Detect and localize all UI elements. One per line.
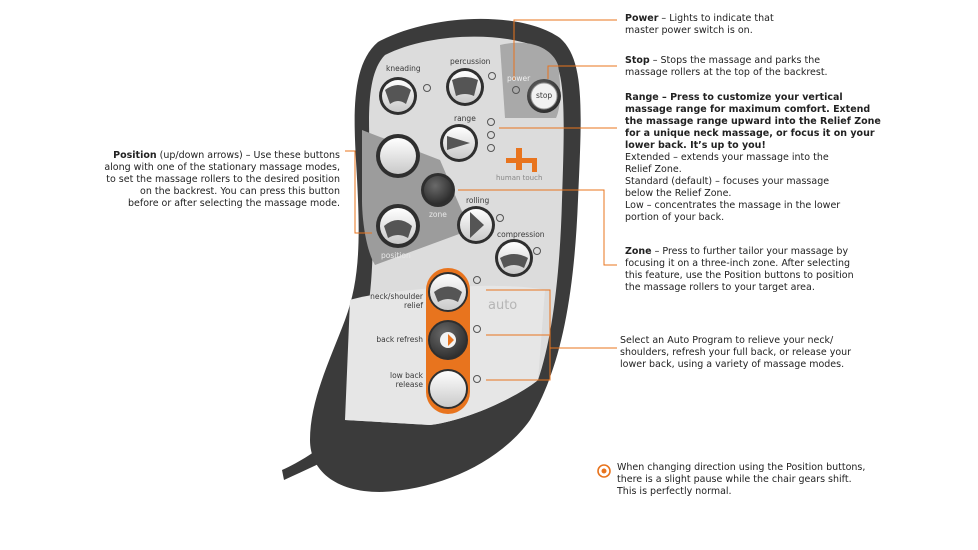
annotation-auto-line-3: lower back, using a variety of massage m… <box>620 359 845 370</box>
annotation-power-title: Power <box>625 13 659 24</box>
stop-button-face <box>530 82 558 110</box>
annotation-power-line1: – Lights to indicate that <box>658 13 774 24</box>
annotation-stop-line2: massage rollers at the top of the backre… <box>625 67 828 78</box>
annotation-range-bold-3: the massage range upward into the Relief… <box>625 116 881 127</box>
tip-line-1: When changing direction using the Positi… <box>617 462 866 473</box>
neck-shoulder-relief-label-line1: neck/shoulder <box>370 292 423 301</box>
annotation-range-line-1: Extended – extends your massage into the <box>625 152 829 163</box>
annotation-stop-title: Stop <box>625 55 650 66</box>
annotation-zone: Zone – Press to further tailor your mass… <box>625 246 875 294</box>
annotation-position-line-1: (up/down arrows) – Use these buttons <box>156 150 340 161</box>
low-back-release-button[interactable] <box>428 369 468 409</box>
annotation-range-line-6: portion of your back. <box>625 212 725 223</box>
back-refresh-label: back refresh <box>376 335 423 344</box>
annotation-position-line-4: on the backrest. You can press this butt… <box>140 186 340 197</box>
annotation-auto-line-2: shoulders, refresh your full back, or re… <box>620 347 852 358</box>
annotation-stop-line1: – Stops the massage and parks the <box>649 55 821 66</box>
position-down-button-mark <box>384 220 412 238</box>
percussion-label: percussion <box>450 57 491 66</box>
annotation-power: Power – Lights to indicate that master p… <box>625 13 774 37</box>
annotation-zone-title: Zone <box>625 246 652 257</box>
range-label: range <box>454 114 476 123</box>
annotation-stop: Stop – Stops the massage and parks the m… <box>625 55 828 79</box>
rolling-label: rolling <box>466 196 490 205</box>
annotation-range-bold-2: massage range for maximum comfort. Exten… <box>625 104 871 115</box>
auto-label: auto <box>488 298 518 313</box>
position-label: position <box>381 251 411 260</box>
low-back-release-label: low back release <box>368 371 423 389</box>
callout-power <box>513 19 617 80</box>
tip-line-2: there is a slight pause while the chair … <box>617 474 852 485</box>
back-refresh-arrow-icon <box>448 334 454 346</box>
annotation-auto: Select an Auto Program to relieve your n… <box>620 335 875 371</box>
annotation-position-line-5: before or after selecting the massage mo… <box>127 198 340 209</box>
power-led <box>512 86 520 94</box>
callout-stop <box>547 65 617 79</box>
range-led-extended <box>487 118 495 126</box>
rolling-led <box>496 214 504 222</box>
zone-label: zone <box>429 210 447 219</box>
low-back-led <box>473 375 481 383</box>
annotation-zone-line-3: this feature, use the Position buttons t… <box>625 270 854 281</box>
range-led-standard <box>487 131 495 139</box>
annotation-range-line-3: Standard (default) – focuses your massag… <box>625 176 830 187</box>
power-label: power <box>507 74 531 83</box>
tip-note: When changing direction using the Positi… <box>617 462 877 498</box>
annotation-range-bold-1: Range – Press to customize your vertical <box>625 92 843 103</box>
annotation-zone-line-1: – Press to further tailor your massage b… <box>651 246 849 257</box>
compression-led <box>533 247 541 255</box>
percussion-led <box>488 72 496 80</box>
callout-zone <box>458 189 617 266</box>
back-refresh-led <box>473 325 481 333</box>
annotation-range-line-5: Low – concentrates the massage in the lo… <box>625 200 841 211</box>
annotation-range: Range – Press to customize your vertical… <box>625 92 895 224</box>
kneading-led <box>423 84 431 92</box>
annotation-position-title: Position <box>113 150 157 161</box>
annotation-range-line-2: Relief Zone. <box>625 164 682 175</box>
neck-shoulder-relief-mark <box>434 286 462 302</box>
compression-label: compression <box>497 230 545 239</box>
callout-lines <box>345 19 617 381</box>
annotation-range-line-4: below the Relief Zone. <box>625 188 732 199</box>
annotation-position: Position (up/down arrows) – Use these bu… <box>95 150 340 210</box>
annotation-range-bold-5: lower back. It’s up to you! <box>625 140 766 151</box>
neck-shoulder-led <box>473 276 481 284</box>
annotation-zone-line-4: the massage rollers to your target area. <box>625 282 815 293</box>
callout-position <box>345 150 372 234</box>
neck-shoulder-relief-label: neck/shoulder relief <box>368 292 423 310</box>
annotation-range-bold-4: for a unique neck massage, or focus it o… <box>625 128 875 139</box>
compression-button-mark <box>500 254 528 268</box>
annotation-zone-line-2: focusing it on a three-inch zone. After … <box>625 258 851 269</box>
annotation-position-line-2: along with one of the stationary massage… <box>104 162 340 173</box>
rolling-button-mark <box>470 212 484 238</box>
position-up-button-face <box>380 138 416 174</box>
low-back-release-label-line2: release <box>395 380 423 389</box>
zone-button-face <box>424 176 452 204</box>
annotation-auto-line-1: Select an Auto Program to relieve your n… <box>620 335 834 346</box>
stop-label: stop <box>536 91 553 100</box>
target-icon <box>597 464 611 478</box>
percussion-button-mark <box>452 77 478 96</box>
brand-label: human touch <box>496 174 543 182</box>
annotation-position-line-3: to set the massage rollers to the desire… <box>106 174 340 185</box>
human-touch-logo <box>506 148 537 172</box>
tip-line-3: This is perfectly normal. <box>617 486 732 497</box>
callout-auto-top <box>486 289 617 349</box>
annotation-power-line2: master power switch is on. <box>625 25 753 36</box>
low-back-release-label-line1: low back <box>389 371 423 380</box>
range-button-mark <box>447 136 470 150</box>
range-led-low <box>487 144 495 152</box>
neck-shoulder-relief-label-line2: relief <box>404 301 423 310</box>
callout-auto-bottom <box>486 348 551 381</box>
kneading-label: kneading <box>386 64 421 73</box>
kneading-button-mark <box>385 85 411 104</box>
